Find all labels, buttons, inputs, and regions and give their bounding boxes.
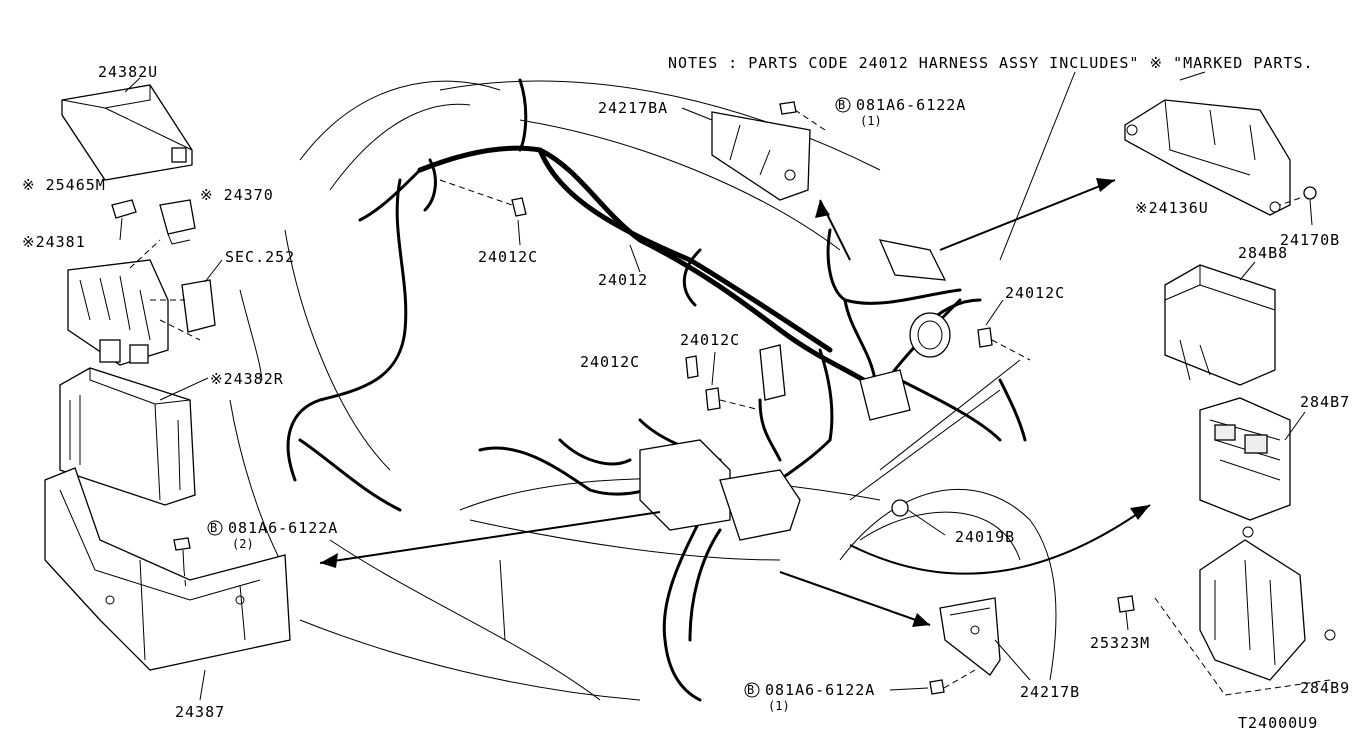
label-24019B: 24019B: [955, 528, 1015, 546]
bolt-081A6-6122A-1-top: [779, 101, 826, 131]
notes-text: NOTES : PARTS CODE 24012 HARNESS ASSY IN…: [668, 54, 1314, 72]
label-24012C-d: 24012C: [1005, 284, 1065, 302]
label-24012: 24012: [598, 271, 648, 289]
bracket-24136U: [1124, 99, 1291, 216]
bolt-081A6-6122A-1-bottom: [929, 669, 976, 695]
fuse-box-24382R: [59, 367, 196, 506]
clip-24012C-c: [705, 387, 761, 411]
label-24012C-b: 24012C: [580, 353, 640, 371]
bracket-24217B: [939, 597, 1001, 676]
label-24382R: ※24382R: [210, 370, 284, 388]
fuse-block-24381: [67, 259, 169, 366]
label-284B7: 284B7: [1300, 393, 1350, 411]
bolt-marker-circle: [207, 520, 223, 536]
label-bolt2-qty: (1): [860, 114, 882, 128]
label-24381: ※24381: [22, 233, 86, 251]
label-24370: ※ 24370: [200, 186, 274, 204]
bolt-marker-2: B: [838, 98, 845, 112]
harness-junction-block: [639, 239, 951, 541]
label-25465M: ※ 25465M: [22, 176, 106, 194]
bracket-24217BA: [711, 111, 811, 201]
fuse-25465M: [111, 199, 137, 241]
label-sec252: SEC.252: [225, 248, 295, 266]
label-24382U: 24382U: [98, 63, 158, 81]
label-24217B: 24217B: [1020, 683, 1080, 701]
clip-24012C-a: [439, 179, 527, 217]
label-284B9: 284B9: [1300, 679, 1350, 697]
relay-24370: [159, 199, 196, 245]
module-284B8: [1164, 264, 1276, 386]
label-24217BA: 24217BA: [598, 99, 668, 117]
vehicle-body-outline: [229, 80, 1057, 701]
diagram-code: T24000U9: [1238, 714, 1318, 732]
label-24170B: 24170B: [1280, 231, 1340, 249]
bracket-24387: [44, 467, 291, 671]
label-24136U: ※24136U: [1135, 199, 1209, 217]
clip-24012C-d: [977, 327, 1031, 361]
bolt-marker-circle-3: [744, 682, 760, 698]
label-25323M: 25323M: [1090, 634, 1150, 652]
label-bolt1-code: 081A6-6122A: [228, 519, 338, 537]
label-bolt2-code: 081A6-6122A: [856, 96, 966, 114]
grommet-24019B: [891, 499, 946, 536]
label-bolt3-code: 081A6-6122A: [765, 681, 875, 699]
fuse-box-cover-24382U: [61, 84, 193, 181]
nut-24170B: [1279, 186, 1317, 226]
bolt-081A6-6122A-2: [173, 537, 191, 591]
label-24387: 24387: [175, 703, 225, 721]
bolt-marker-3: B: [747, 683, 754, 697]
bolt-marker: B: [210, 521, 217, 535]
label-24012C-a: 24012C: [478, 248, 538, 266]
bolt-25323M: [1117, 595, 1135, 631]
harness-24012: [286, 78, 1027, 702]
relay-sec252: [181, 259, 223, 333]
clip-24012C-b: [685, 355, 699, 379]
bolt-marker-circle-2: [835, 97, 851, 113]
label-bolt1-qty: (2): [232, 537, 254, 551]
pointer-arrows: [319, 178, 1151, 627]
bracket-284B9: [1199, 526, 1336, 681]
label-24012C-c: 24012C: [680, 331, 740, 349]
label-bolt3-qty: (1): [768, 699, 790, 713]
module-284B7: [1199, 397, 1291, 521]
label-284B8: 284B8: [1238, 244, 1288, 262]
